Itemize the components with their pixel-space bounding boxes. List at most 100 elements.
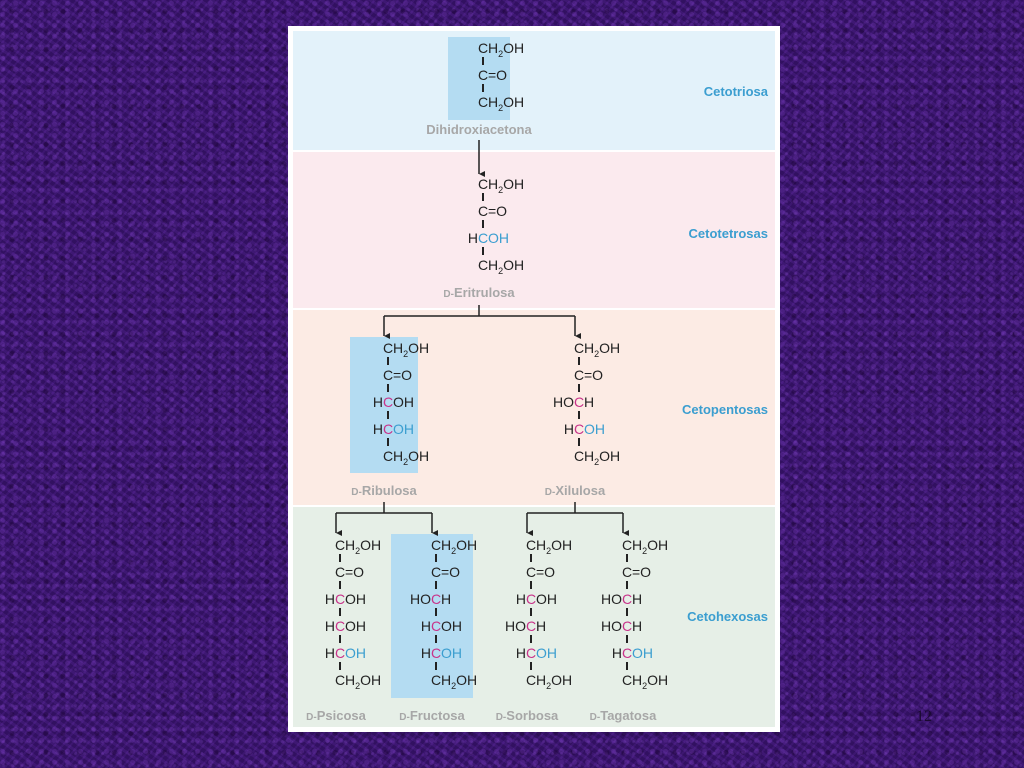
subscript-2: 2	[355, 545, 361, 556]
h-text: H	[536, 537, 547, 553]
carbon: C	[431, 672, 442, 688]
bond-line	[482, 247, 484, 255]
oh-text: OH	[488, 230, 509, 246]
chiral-carbon: C	[622, 591, 633, 607]
bond-line	[435, 635, 437, 643]
oh-text: OH	[647, 672, 669, 688]
carbonyl-o: =O	[393, 367, 413, 383]
subscript-2: 2	[546, 680, 552, 691]
h-text: H	[632, 618, 643, 634]
oh-text: OH	[441, 618, 462, 634]
carbon: C	[478, 67, 489, 83]
bond-line	[626, 608, 628, 616]
chiral-carbon: C	[478, 230, 489, 246]
bond-line	[339, 635, 341, 643]
carbon: C	[335, 537, 346, 553]
subscript-2: 2	[498, 48, 504, 59]
oh-text: OH	[599, 448, 621, 464]
bond-line	[387, 357, 389, 365]
fructosa-highlight	[391, 534, 473, 698]
subscript-2: 2	[451, 545, 457, 556]
bond-line	[387, 438, 389, 446]
chiral-carbon: C	[526, 645, 537, 661]
oh-text: OH	[503, 40, 525, 56]
bond-line	[626, 581, 628, 589]
h-text: H	[515, 645, 526, 661]
chiral-carbon: C	[431, 591, 442, 607]
ho-text: HO	[505, 618, 526, 634]
bond-line	[339, 608, 341, 616]
h-text: H	[611, 645, 622, 661]
h-text: H	[515, 591, 526, 607]
cetotetrosa-band	[293, 152, 775, 308]
carbonyl-o: =O	[345, 564, 365, 580]
h-text: H	[632, 672, 643, 688]
chiral-carbon: C	[526, 618, 537, 634]
carbon: C	[478, 176, 489, 192]
carbon: C	[383, 340, 394, 356]
ho-text: HO	[553, 394, 574, 410]
h-text: H	[584, 448, 595, 464]
h-text: H	[420, 618, 431, 634]
carbonyl-o: =O	[488, 203, 508, 219]
h-text: H	[324, 591, 335, 607]
subscript-2: 2	[498, 184, 504, 195]
ho-text: HO	[410, 591, 431, 607]
bond-line	[339, 554, 341, 562]
h-text: H	[632, 537, 643, 553]
carbon: C	[478, 40, 489, 56]
bond-line	[339, 581, 341, 589]
bond-line	[435, 581, 437, 589]
carbon: C	[478, 94, 489, 110]
carbonyl-o: =O	[632, 564, 652, 580]
chiral-carbon: C	[574, 394, 585, 410]
h-text: H	[536, 618, 547, 634]
carbonyl-o: =O	[441, 564, 461, 580]
bond-line	[482, 220, 484, 228]
carbon: C	[478, 203, 489, 219]
name-d-tagatosa: D-Tagatosa	[589, 708, 657, 723]
fischer-row: C=O	[472, 554, 582, 591]
chiral-carbon: C	[574, 421, 585, 437]
chiral-carbon: C	[526, 591, 537, 607]
carbon: C	[526, 672, 537, 688]
h-text: H	[632, 591, 643, 607]
h-text: H	[563, 421, 574, 437]
h-text: H	[467, 230, 478, 246]
chiral-carbon: C	[335, 618, 346, 634]
name-d-psicosa: D-Psicosa	[306, 708, 366, 723]
oh-text: OH	[632, 645, 653, 661]
chiral-carbon: C	[622, 645, 633, 661]
oh-text: OH	[345, 591, 366, 607]
oh-text: OH	[584, 421, 605, 437]
class-label-cetopentosas: Cetopentosas	[682, 402, 768, 417]
bond-line	[435, 608, 437, 616]
h-text: H	[441, 591, 452, 607]
oh-text: OH	[503, 94, 525, 110]
class-label-cetotriosa: Cetotriosa	[703, 84, 768, 99]
ho-text: HO	[601, 618, 622, 634]
h-text: H	[536, 672, 547, 688]
oh-text: OH	[360, 537, 382, 553]
subscript-2: 2	[642, 680, 648, 691]
oh-text: OH	[536, 591, 557, 607]
branch-arrows	[335, 140, 780, 732]
bond-line	[482, 57, 484, 65]
oh-text: OH	[536, 645, 557, 661]
